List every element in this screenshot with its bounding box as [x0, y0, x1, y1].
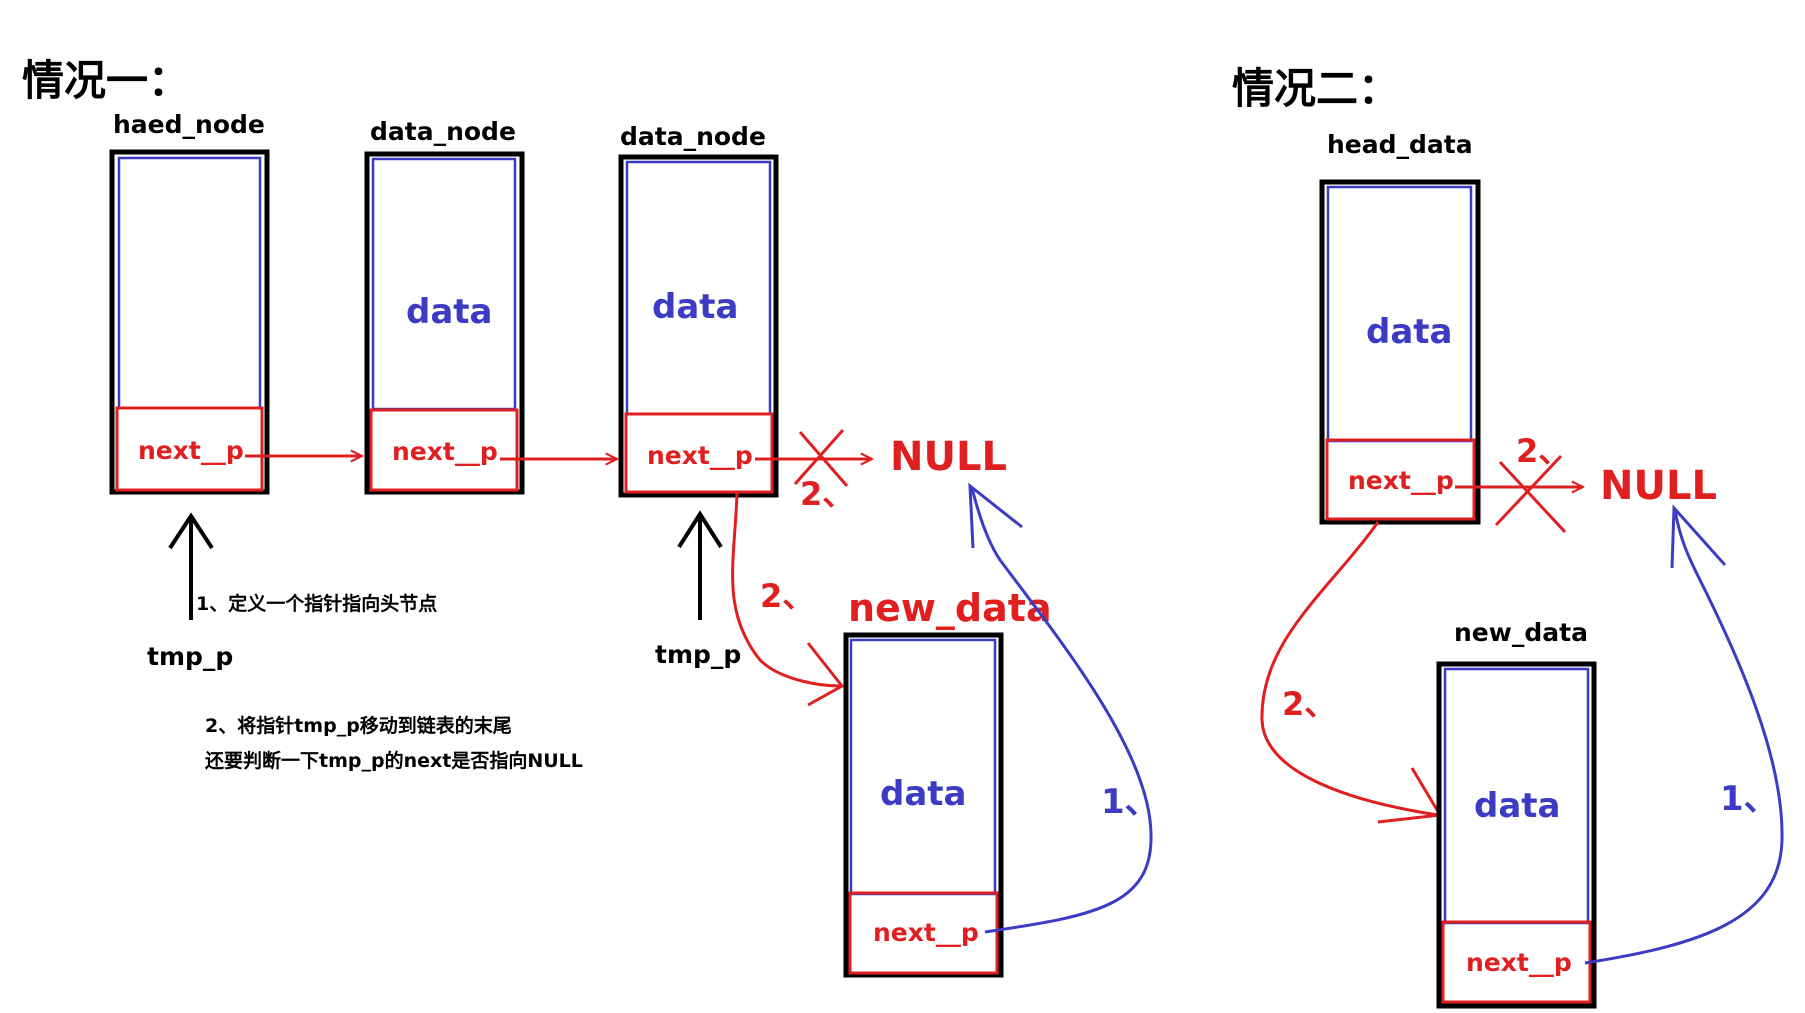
case2-head-node: data next__p: [1319, 179, 1481, 525]
head-node: next__p: [109, 149, 270, 495]
head-node-next-field: next__p: [138, 436, 244, 465]
case1-null-label: NULL: [890, 434, 1007, 480]
data-node-2-next-field: next__p: [392, 437, 498, 466]
head-node-label: haed_node: [113, 110, 265, 139]
case2-null-label: NULL: [1600, 463, 1717, 509]
case2-new-data-next-field: next__p: [1466, 948, 1572, 977]
data-node-3-data-field: data: [652, 287, 738, 327]
case2-step2-tag-b: 2、: [1282, 685, 1336, 723]
case2-new-next-to-null-arrowhead: [1670, 504, 1727, 569]
tmp-pointer-arrow-2: [677, 510, 723, 620]
case1-new-data-data-field: data: [880, 774, 966, 814]
data-node-3: data next__p: [618, 154, 779, 498]
case1-new-data-label: new_data: [848, 586, 1052, 630]
case1-new-data-node: data next__p: [843, 632, 1004, 978]
case2-link-to-new-arrow: [1260, 521, 1439, 817]
tmp-p-label-2: tmp_p: [655, 640, 741, 669]
case1-new-next-to-null-arrowhead: [968, 482, 1023, 549]
case2-head-label: head_data: [1327, 130, 1473, 159]
tmp-pointer-arrow-1: [168, 512, 214, 620]
data-node-2-label: data_node: [370, 117, 516, 146]
data-node-2-data-field: data: [406, 292, 492, 332]
case2-new-data-node: data next__p: [1436, 661, 1597, 1009]
note-move-pointer-line2: 还要判断一下tmp_p的next是否指向NULL: [204, 749, 583, 772]
case2-head-data-field: data: [1366, 312, 1452, 352]
case2-new-data-data-field: data: [1474, 786, 1560, 826]
case2-new-data-label: new_data: [1454, 618, 1588, 647]
case2-step1-tag: 1、: [1720, 779, 1778, 819]
tmp-p-label-1: tmp_p: [147, 642, 233, 671]
case2-step2-tag-a: 2、: [1516, 432, 1570, 470]
case1-step2-tag-b: 2、: [760, 577, 814, 615]
case1-link-to-new-arrowhead: [806, 642, 845, 707]
case1-step2-tag-a: 2、: [800, 475, 854, 513]
data-node-2: data next__p: [364, 151, 525, 495]
case2-title: 情况二：: [1232, 64, 1400, 113]
case2-new-next-to-null-arrow: [1584, 509, 1784, 965]
case2-cross-mark: [1494, 454, 1567, 534]
case2-head-next-field: next__p: [1348, 466, 1454, 495]
case1-cross-mark: [793, 429, 849, 487]
case1-step1-tag: 1、: [1101, 782, 1159, 822]
case1-title: 情况一：: [22, 56, 190, 105]
data-node-3-label: data_node: [620, 122, 766, 151]
note-move-pointer-line1: 2、将指针tmp_p移动到链表的末尾: [205, 714, 512, 737]
case1-link-to-new-arrow: [731, 492, 841, 688]
data-node-3-next-field: next__p: [647, 441, 753, 470]
note-define-pointer: 1、定义一个指针指向头节点: [196, 592, 437, 615]
case1-new-data-next-field: next__p: [873, 918, 979, 947]
case1-new-next-to-null-arrow: [970, 487, 1153, 934]
